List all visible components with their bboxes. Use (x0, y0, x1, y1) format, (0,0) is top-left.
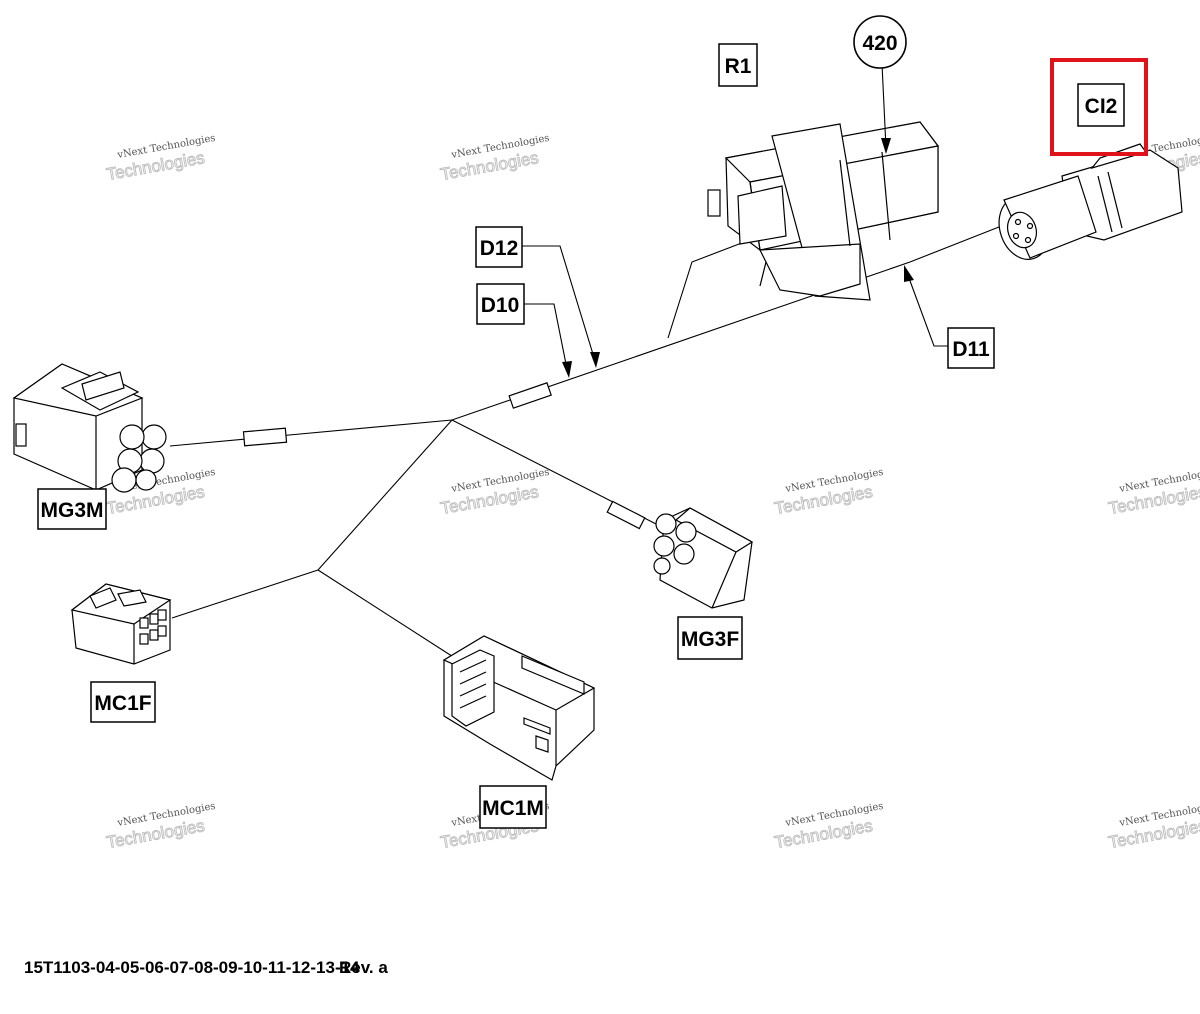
label-d12: D12 (475, 226, 523, 268)
watermark: vNext Technologies Technologies (1107, 467, 1200, 519)
main-trunk-wire (169, 224, 1005, 447)
label-mg3f-text: MG3F (681, 628, 740, 651)
label-d11-text: D11 (952, 338, 990, 361)
label-ci2-text: CI2 (1085, 95, 1118, 118)
relay-branch-wire (667, 235, 761, 339)
connector-ci2 (998, 143, 1183, 260)
watermark: vNext Technologies Technologies (773, 801, 885, 853)
label-mc1f-text: MC1F (94, 692, 151, 715)
connector-mg3m (12, 363, 167, 493)
label-d12-text: D12 (480, 237, 519, 260)
arrowhead-420 (881, 138, 891, 154)
arrowhead-d10 (562, 361, 572, 378)
wire-layer (169, 224, 1005, 661)
connector-mc1f (70, 583, 172, 665)
label-ci2: CI2 (1050, 58, 1148, 156)
callout-420-text: 420 (862, 32, 897, 55)
label-r1-text: R1 (725, 55, 752, 78)
watermark: vNext Technologies Technologies (439, 467, 551, 519)
callout-420: 420 (853, 15, 907, 69)
watermark: vNext Technologies Technologies (439, 133, 551, 185)
label-mg3f: MG3F (677, 616, 743, 660)
mc1m-branch-wire (317, 569, 459, 661)
leader-420 (881, 63, 887, 149)
watermark: vNext Technologies Technologies (1107, 801, 1200, 853)
part-number: 15T1103-04-05-06-07-08-09-10-11-12-13-14 (24, 958, 360, 977)
mc1f-branch-wire (171, 569, 319, 619)
sleeve-mg3m (242, 427, 288, 447)
label-d10-text: D10 (481, 294, 520, 317)
label-d11: D11 (947, 327, 995, 369)
arrowhead-d12 (590, 352, 600, 368)
connector-mg3f (653, 507, 754, 609)
watermark: vNext Technologies Technologies (105, 133, 217, 185)
sleeve-d10 (508, 382, 552, 409)
label-d10: D10 (476, 283, 525, 325)
watermark: vNext Technologies Technologies (773, 467, 885, 519)
label-mg3m: MG3M (37, 488, 107, 530)
lower-branch-wire (317, 419, 453, 571)
sleeve-mg3f (606, 500, 646, 530)
label-mc1f: MC1F (90, 681, 156, 723)
label-r1: R1 (718, 43, 758, 87)
leader-layer (522, 63, 948, 378)
sleeve-layer (242, 382, 646, 530)
leader-d11 (905, 269, 948, 347)
label-mc1m-text: MC1M (482, 797, 544, 820)
relay-connector-r1 (707, 121, 940, 301)
watermark: vNext Technologies Technologies (105, 801, 217, 853)
leader-d10 (524, 303, 569, 375)
connector-mc1m (442, 635, 596, 781)
label-mg3m-text: MG3M (41, 499, 104, 522)
label-mc1m: MC1M (479, 785, 547, 829)
arrowhead-d11 (904, 265, 914, 282)
highlight-box (1050, 58, 1148, 156)
leader-d12 (522, 245, 597, 365)
reference-footer: 15T1103-04-05-06-07-08-09-10-11-12-13-14… (24, 958, 388, 977)
revision: Rev. a (339, 958, 388, 977)
